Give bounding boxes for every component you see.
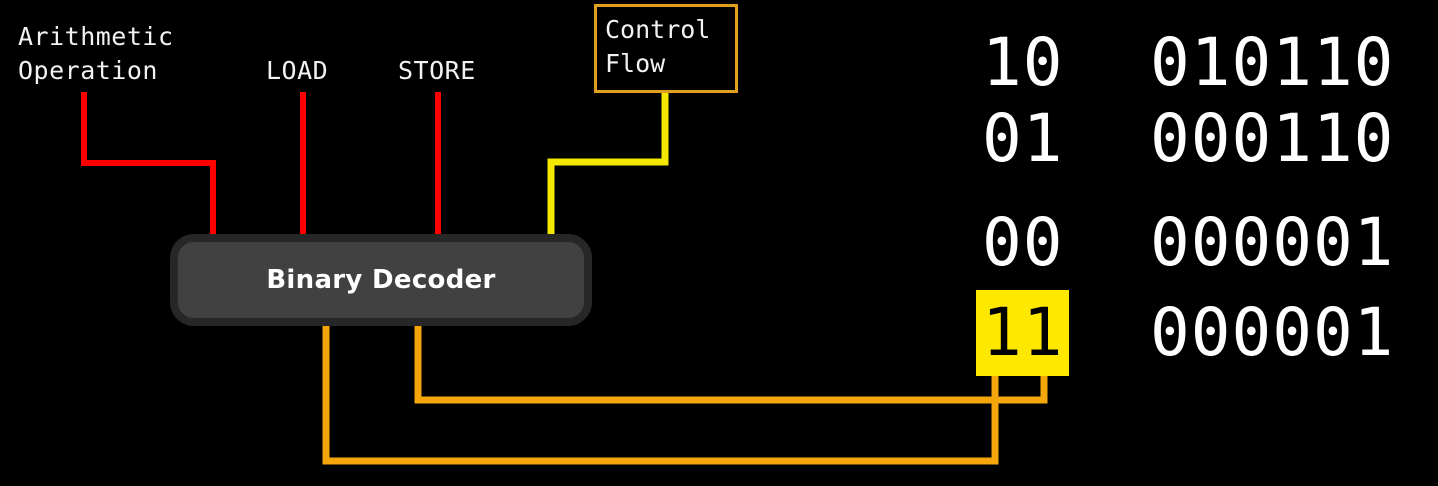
control-flow-box: Control Flow [594, 4, 738, 93]
binary-decoder-label: Binary Decoder [266, 265, 496, 295]
wire-output-lower [322, 326, 999, 465]
opcode-key: 01 [982, 100, 1064, 177]
table-row[interactable]: 10 010110 [976, 20, 1406, 106]
opcode-key: 00 [982, 204, 1064, 281]
binary-decoder-block[interactable]: Binary Decoder [170, 234, 592, 326]
wire-control-flow [547, 93, 669, 236]
opcode-value: 010110 [1150, 24, 1395, 101]
opcode-value: 000001 [1150, 204, 1395, 281]
input-label-store: STORE [398, 56, 476, 85]
input-label-control-flow: Control Flow [605, 15, 711, 78]
table-row[interactable]: 00 000001 [976, 200, 1406, 286]
opcode-value: 000001 [1150, 294, 1395, 371]
opcode-value: 000110 [1150, 100, 1395, 177]
wire-arithmetic-operation [81, 92, 216, 236]
table-row[interactable]: 01 000110 [976, 96, 1406, 182]
wire-output-upper [414, 326, 1048, 404]
input-label-load: LOAD [266, 56, 329, 85]
opcode-key-highlighted: 11 [976, 290, 1070, 376]
opcode-key: 10 [982, 24, 1064, 101]
table-row-selected[interactable]: 11 000001 [976, 290, 1406, 376]
input-label-arithmetic-operation: Arithmetic Operation [18, 22, 174, 85]
